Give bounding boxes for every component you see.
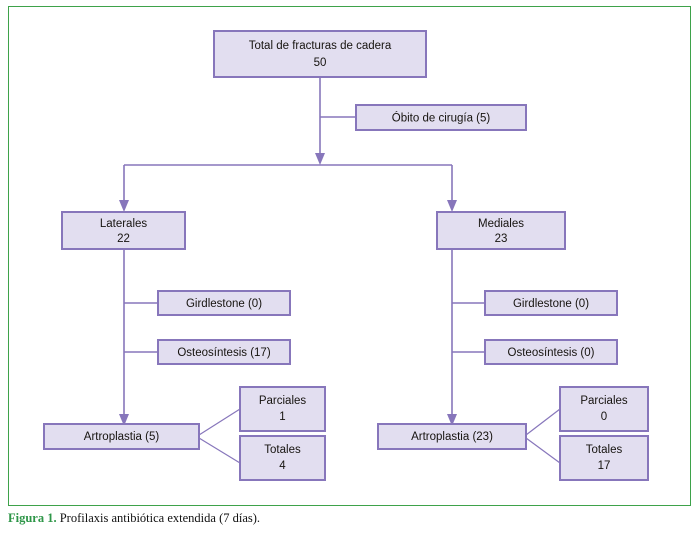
arrowhead-left-artroplastia [119,414,129,426]
node-right-osteosintesis-label: Osteosíntesis (0) [508,347,595,359]
node-right-girdlestone[interactable]: Girdlestone (0) [484,290,618,316]
node-total-fracturas[interactable]: Total de fracturas de cadera 50 [213,30,427,78]
arrowhead-root-split [315,153,325,165]
node-right-artroplastia[interactable]: Artroplastia (23) [377,423,527,450]
node-left-osteosintesis-label: Osteosíntesis (17) [177,347,270,359]
node-right-parciales[interactable]: Parciales 0 [559,386,649,432]
node-mediales-value: 23 [495,233,508,245]
node-laterales-label: Laterales [100,218,148,230]
node-obito-cirugia-label: Óbito de cirugía (5) [392,112,491,125]
connector-left-fan-parciales [198,408,241,436]
node-right-parciales-value: 0 [601,411,607,423]
node-mediales-label: Mediales [478,218,524,230]
node-left-artroplastia-label: Artroplastia (5) [84,431,160,443]
node-right-osteosintesis[interactable]: Osteosíntesis (0) [484,339,618,365]
flowchart-svg: Total de fracturas de cadera 50 Óbito de… [43,30,649,481]
arrowhead-right-artroplastia [447,414,457,426]
arrowhead-mediales [447,200,457,212]
figure-caption-label: Figura 1. [8,511,57,525]
node-left-osteosintesis[interactable]: Osteosíntesis (17) [157,339,291,365]
node-left-totales-value: 4 [279,460,286,472]
node-total-fracturas-label: Total de fracturas de cadera [249,40,392,52]
node-left-girdlestone[interactable]: Girdlestone (0) [157,290,291,316]
connector-right-fan-totales [525,437,561,464]
node-laterales-value: 22 [117,233,130,245]
node-left-girdlestone-label: Girdlestone (0) [186,298,262,310]
node-obito-cirugia[interactable]: Óbito de cirugía (5) [355,104,527,131]
node-left-parciales[interactable]: Parciales 1 [239,386,326,432]
node-right-girdlestone-label: Girdlestone (0) [513,298,589,310]
node-left-totales-label: Totales [264,444,301,456]
node-left-totales[interactable]: Totales 4 [239,435,326,481]
figure-caption: Figura 1. Profilaxis antibiótica extendi… [8,510,691,526]
node-total-fracturas-value: 50 [314,57,327,69]
node-left-artroplastia[interactable]: Artroplastia (5) [43,423,200,450]
connector-left-fan-totales [198,437,241,464]
connector-right-fan-parciales [525,408,561,436]
node-left-parciales-label: Parciales [259,395,307,407]
node-laterales[interactable]: Laterales 22 [61,211,186,250]
node-right-parciales-label: Parciales [580,395,628,407]
figure-caption-text: Profilaxis antibiótica extendida (7 días… [59,511,261,525]
node-right-totales-label: Totales [586,444,623,456]
node-left-parciales-value: 1 [279,411,285,423]
node-right-artroplastia-label: Artroplastia (23) [411,431,493,443]
node-mediales[interactable]: Mediales 23 [436,211,566,250]
arrowhead-laterales [119,200,129,212]
node-right-totales[interactable]: Totales 17 [559,435,649,481]
node-right-totales-value: 17 [598,460,611,472]
